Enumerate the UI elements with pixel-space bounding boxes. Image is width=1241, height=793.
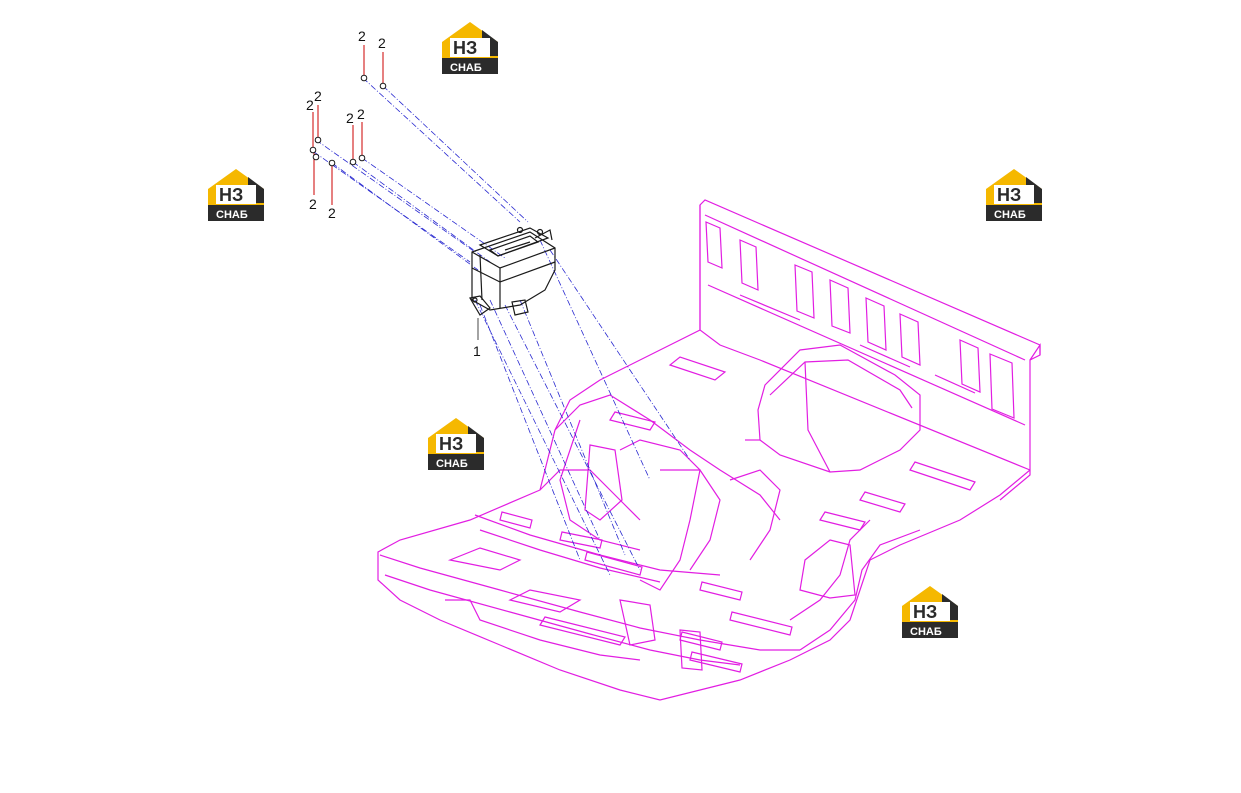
watermark-bottom-text: СНАБ bbox=[450, 62, 482, 74]
callout-2-f: 2 bbox=[357, 106, 365, 122]
mounting-bracket bbox=[469, 226, 556, 316]
watermark-top-text: НЗ bbox=[439, 434, 463, 454]
watermark-bottom-text: СНАБ bbox=[910, 626, 942, 638]
watermark-top-text: НЗ bbox=[997, 185, 1021, 205]
callout-1: 1 bbox=[473, 343, 481, 359]
callout-2-d: 2 bbox=[306, 97, 314, 113]
callout-2-g: 2 bbox=[309, 196, 317, 212]
leader-lines bbox=[313, 77, 691, 576]
callout-2-h: 2 bbox=[328, 205, 336, 221]
watermark-top-text: НЗ bbox=[913, 602, 937, 622]
watermark-logo: НЗ СНАБ bbox=[442, 22, 498, 74]
watermark-logo: НЗ СНАБ bbox=[986, 169, 1042, 221]
callout-2-b: 2 bbox=[378, 35, 386, 51]
watermark-logo: НЗ СНАБ bbox=[428, 418, 484, 470]
watermark-bottom-text: СНАБ bbox=[216, 209, 248, 221]
watermark-top-text: НЗ bbox=[453, 38, 477, 58]
callout-2-a: 2 bbox=[358, 28, 366, 44]
watermark-logo: НЗ СНАБ bbox=[208, 169, 264, 221]
fasteners bbox=[309, 45, 387, 205]
callout-2-c: 2 bbox=[314, 88, 322, 104]
watermark-bottom-text: СНАБ bbox=[436, 458, 468, 470]
callout-2-e: 2 bbox=[346, 110, 354, 126]
watermark-logo: НЗ СНАБ bbox=[902, 586, 958, 638]
watermark-bottom-text: СНАБ bbox=[994, 209, 1026, 221]
callouts: 2 2 2 2 2 2 2 2 1 bbox=[306, 28, 481, 359]
watermark-top-text: НЗ bbox=[219, 185, 243, 205]
